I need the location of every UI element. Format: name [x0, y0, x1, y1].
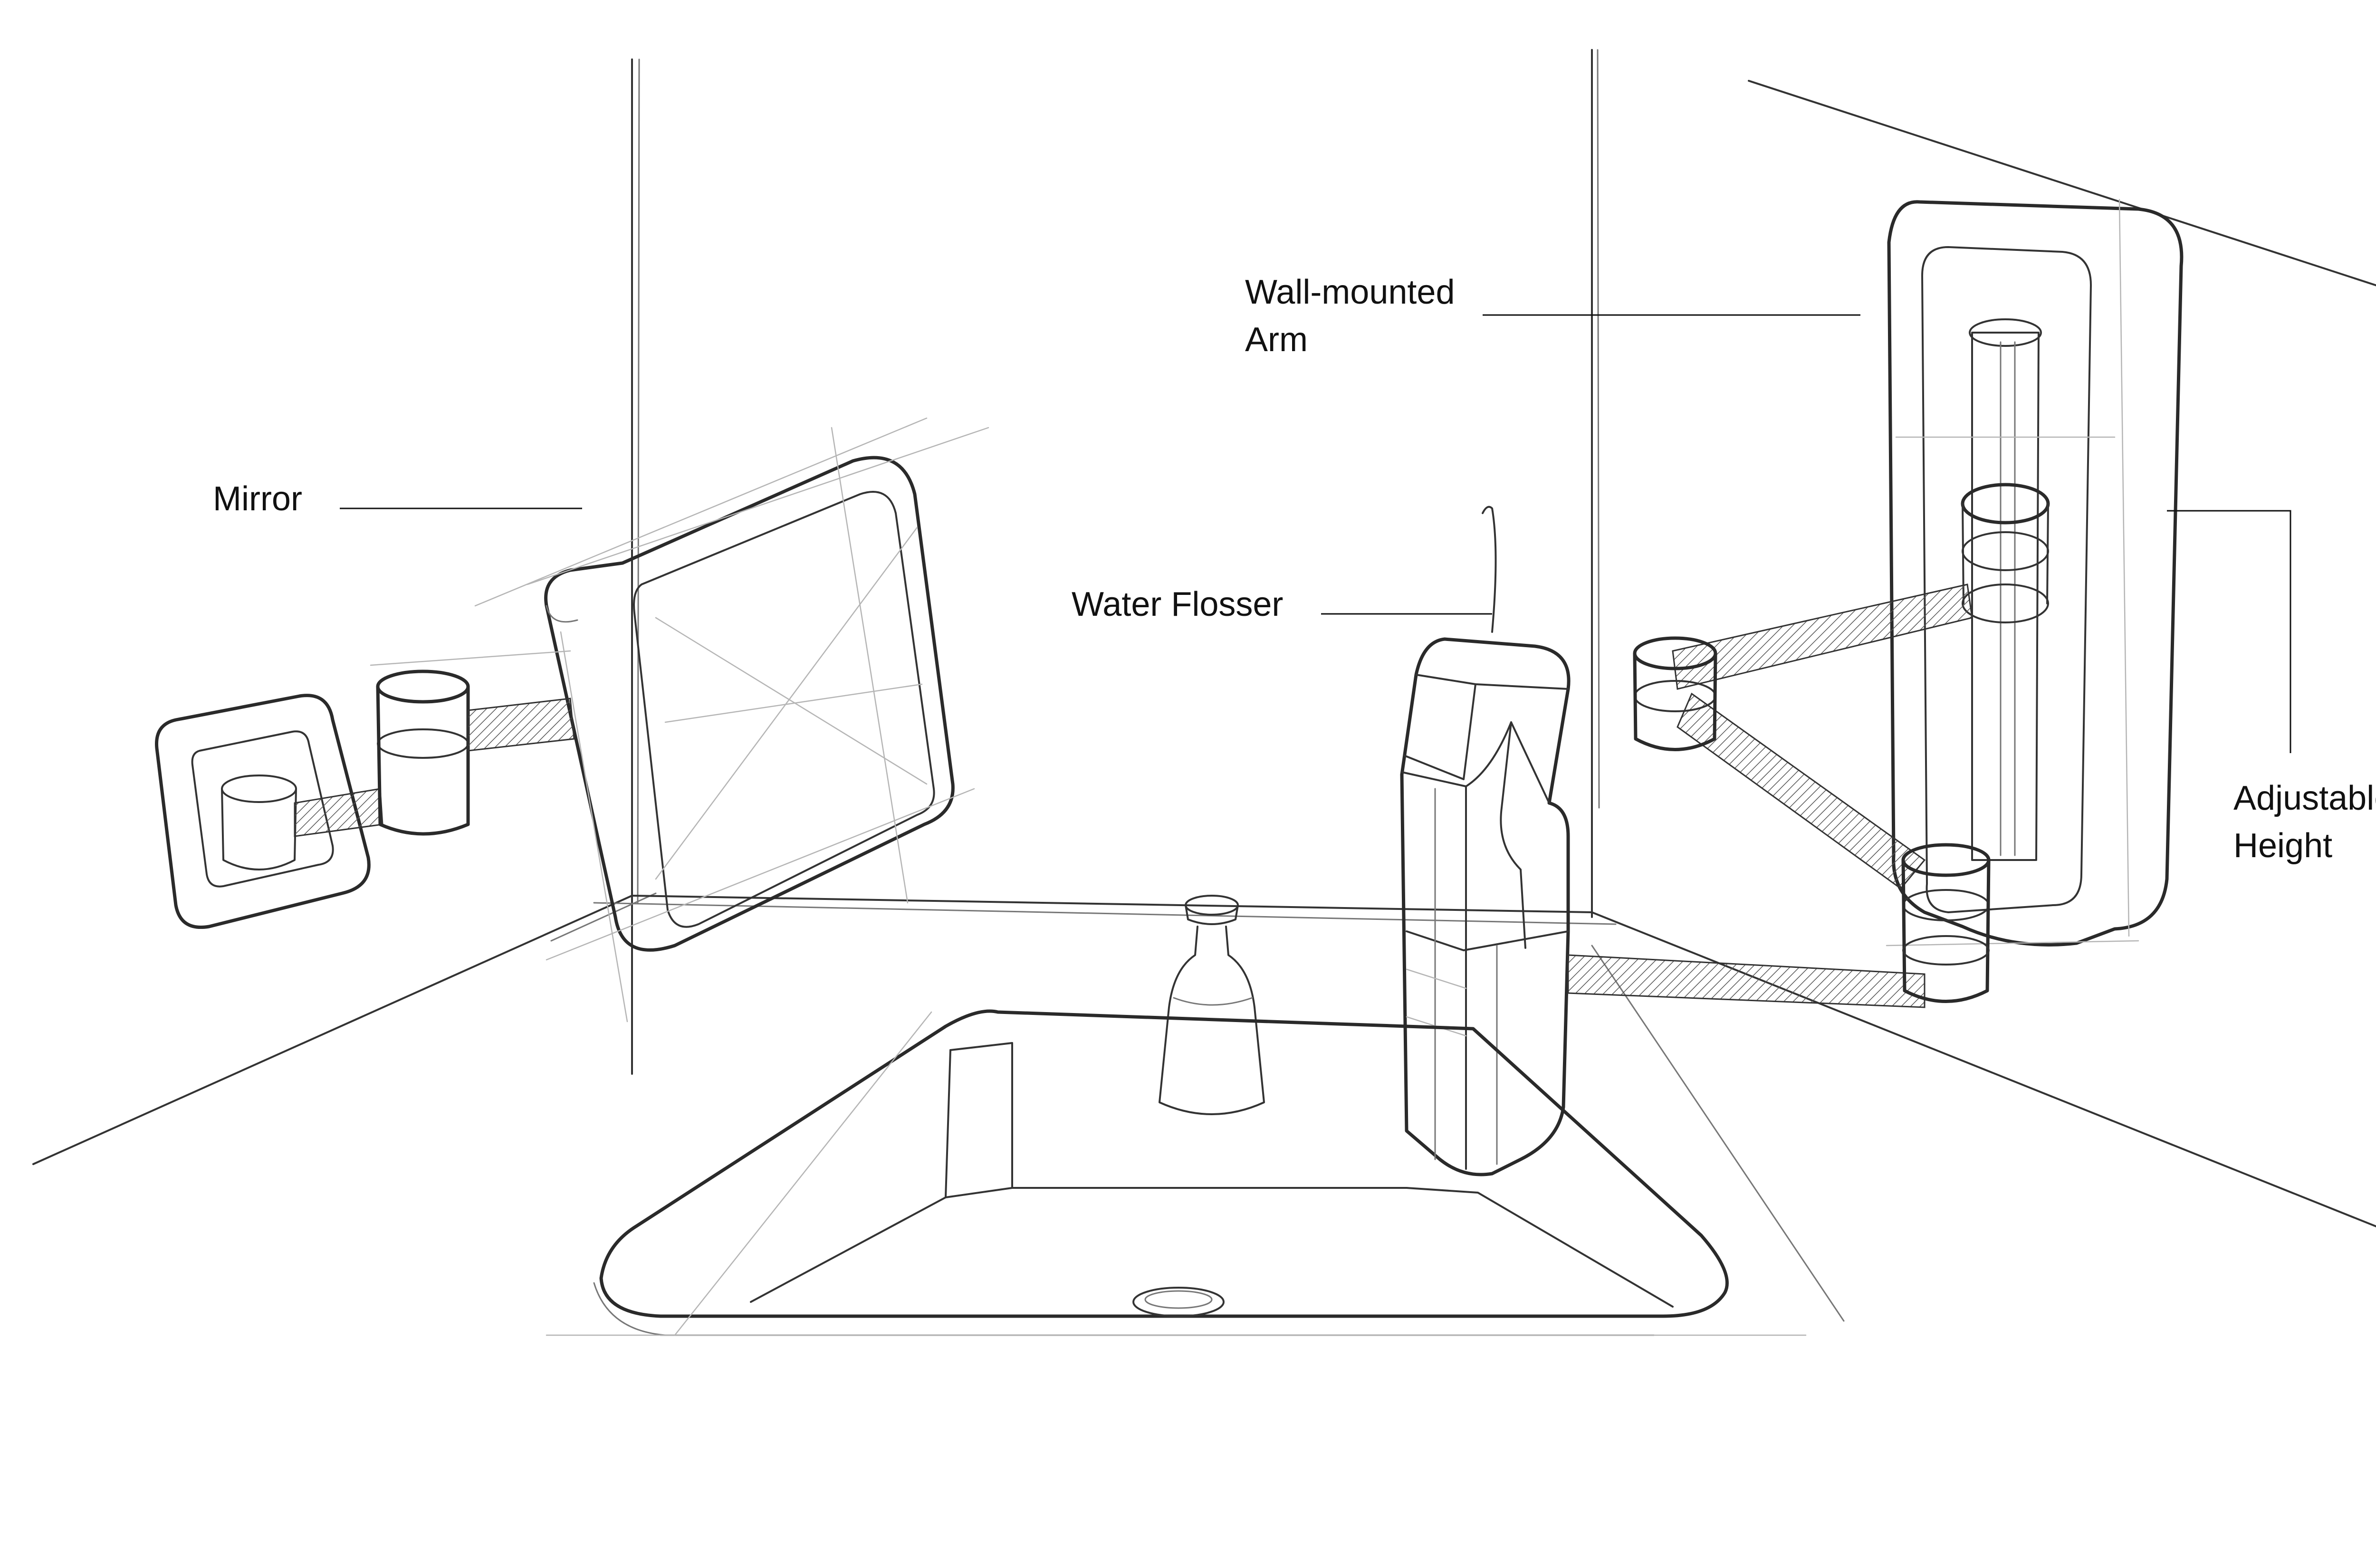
- wall-mounted-arm-sketch: [1567, 583, 1991, 1008]
- water-flosser-sketch: [1400, 506, 1571, 1176]
- height-track-sketch: [1886, 199, 2184, 947]
- label-leader-lines: [340, 314, 2291, 753]
- label-adjustable-height-line2: Height: [2233, 827, 2333, 865]
- label-mirror: Mirror: [213, 480, 302, 518]
- mirror-bracket-sketch: [155, 650, 575, 929]
- sink-basin-sketch: [546, 1009, 1807, 1336]
- mirror-sketch: [474, 417, 989, 1023]
- label-wall-mounted-arm-line2: Arm: [1245, 321, 1308, 359]
- room-walls: [32, 49, 2376, 1322]
- label-wall-mounted-arm-line1: Wall-mounted: [1245, 273, 1455, 311]
- soap-bottle-sketch: [1159, 895, 1265, 1115]
- label-water-flosser: Water Flosser: [1072, 585, 1284, 623]
- label-adjustable-height-line1: Adjustable: [2233, 779, 2376, 817]
